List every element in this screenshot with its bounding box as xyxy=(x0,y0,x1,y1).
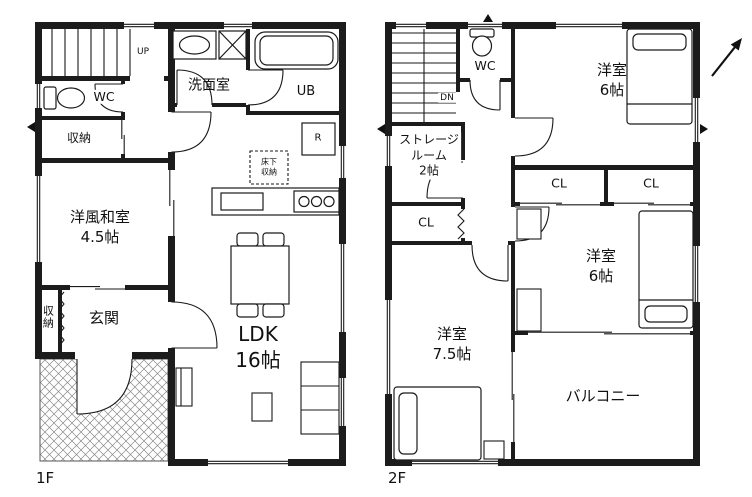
bedroom-mid-label: 洋室 6帖 xyxy=(585,246,617,285)
toilet-icon xyxy=(43,86,86,110)
toilet-icon xyxy=(469,28,495,57)
cabinet xyxy=(300,361,340,435)
floor1-openings xyxy=(35,22,346,466)
floor2-openings xyxy=(385,22,700,466)
bed-icon xyxy=(638,210,694,329)
stairs-up-label: UP xyxy=(134,46,152,58)
staircase-up xyxy=(51,29,131,76)
washroom-label: 洗面室 xyxy=(188,77,230,94)
side-table xyxy=(251,392,273,422)
balcony-label: バルコニー xyxy=(565,386,641,405)
ldk-label: LDK 16帖 xyxy=(235,322,281,372)
bath-label: UB xyxy=(296,84,316,100)
washitsu-label: 洋風和室 4.5帖 xyxy=(69,207,131,246)
bed-icon xyxy=(626,28,693,125)
refrigerator-label: R xyxy=(314,132,322,144)
genkan-storage-label: 収納 xyxy=(41,305,55,329)
floor2-tag: 2F xyxy=(388,469,407,487)
desk xyxy=(516,288,542,332)
kitchen-counter xyxy=(211,187,340,216)
floor1-tag: 1F xyxy=(36,469,55,487)
floor1-window-lines xyxy=(36,23,345,465)
floor2-plan xyxy=(385,22,700,466)
bed-icon xyxy=(393,386,482,461)
closet-label: CL xyxy=(643,175,659,191)
vent-markers xyxy=(27,14,708,134)
compass-icon xyxy=(711,38,742,77)
closet-label: CL xyxy=(551,175,567,191)
wc-label: WC xyxy=(91,88,117,105)
genkan-label: 玄関 xyxy=(88,308,120,327)
underfloor-storage-box xyxy=(249,150,289,185)
wc-label: WC xyxy=(472,57,498,74)
floor1-doors xyxy=(58,69,284,415)
bathtub-icon xyxy=(254,31,339,70)
side-table xyxy=(483,440,505,460)
tv-board xyxy=(175,367,193,407)
bedroom-top-label: 洋室 6帖 xyxy=(596,60,628,99)
bedroom-large-label: 洋室 7.5帖 xyxy=(432,324,472,363)
vanity-sink-icon xyxy=(172,30,217,60)
refrigerator-box xyxy=(301,122,336,156)
hall-storage-label: 収納 xyxy=(66,130,92,145)
stairs-down-label: DN xyxy=(438,92,456,104)
floor1-plan xyxy=(35,22,346,466)
dining-table-set xyxy=(230,232,290,318)
kitchen-sink xyxy=(220,192,264,211)
underfloor-storage-label: 床下 収納 xyxy=(261,157,277,176)
floor2-window-lines xyxy=(386,23,699,465)
washing-machine-icon xyxy=(218,30,247,60)
staircase-down xyxy=(392,29,456,122)
storage-room-label: ストレージ ルーム 2帖 xyxy=(397,132,461,180)
closet-label: CL xyxy=(418,214,434,230)
desk xyxy=(516,208,542,240)
